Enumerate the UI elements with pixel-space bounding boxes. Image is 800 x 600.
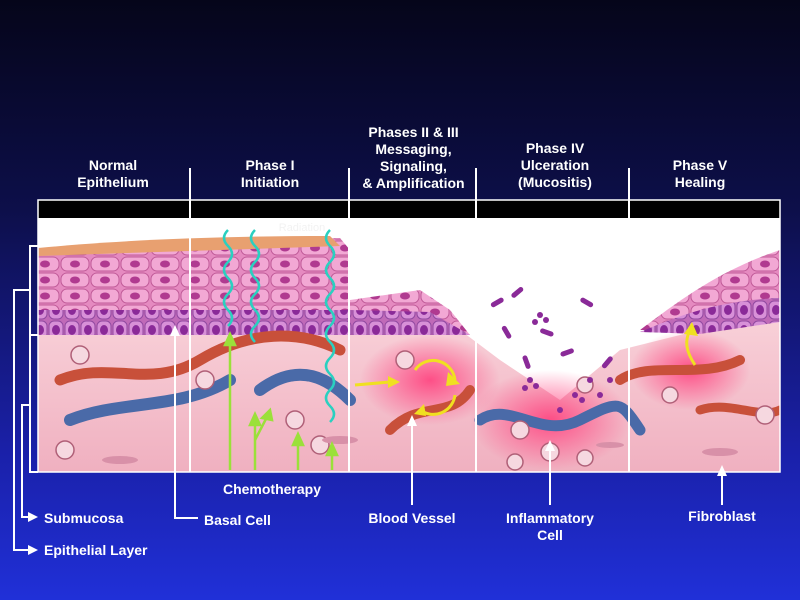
phase-2-3-messaging: Phases II & III Messaging, Signaling, & … [346,124,481,192]
chemotherapy-arrows [223,330,339,470]
label-fibroblast: Fibroblast [688,508,756,524]
basal-cell-layer [38,310,470,335]
phase-4-line3: (Mucositis) [518,174,592,190]
label-radiation: Radiation [278,222,326,234]
label-submucosa: Submucosa [44,510,124,526]
label-epithelial-layer: Epithelial Layer [44,542,148,558]
label-inflammatory-line1: Inflammatory [506,510,594,526]
phase-normal-epithelium: Normal Epithelium [58,157,168,191]
phase-2-3-line4: & Amplification [362,175,465,191]
label-inflammatory-cell: Inflammatory Cell [488,510,612,544]
phase-1-initiation: Phase I Initiation [210,157,330,191]
tissue-panel [38,218,780,472]
phase-1-line2: Initiation [240,174,300,190]
phase-4-line2: Ulceration [520,157,590,173]
radiation-waves [222,229,336,423]
header-band [38,200,780,218]
blood-vessel [54,330,346,386]
phase-2-3-line1: Phases II & III [368,124,459,140]
phase-normal-line2: Epithelium [77,174,149,190]
phase-4-line1: Phase IV [525,140,585,156]
phase-2-3-line3: Signaling, [380,158,447,174]
label-blood-vessel: Blood Vessel [368,510,456,526]
label-basal-cell: Basal Cell [204,512,271,528]
label-chemotherapy: Chemotherapy [222,481,322,497]
phase-5-line1: Phase V [672,157,728,173]
phase-1-line1: Phase I [245,157,295,173]
layer-brackets [13,245,38,551]
phase-5-healing: Phase V Healing [640,157,760,191]
phase-4-ulceration: Phase IV Ulceration (Mucositis) [490,140,620,191]
phase-2-3-line2: Messaging, [375,141,452,157]
phase-5-line2: Healing [674,174,726,190]
phase-normal-line1: Normal [88,157,138,173]
label-inflammatory-line2: Cell [537,527,563,543]
